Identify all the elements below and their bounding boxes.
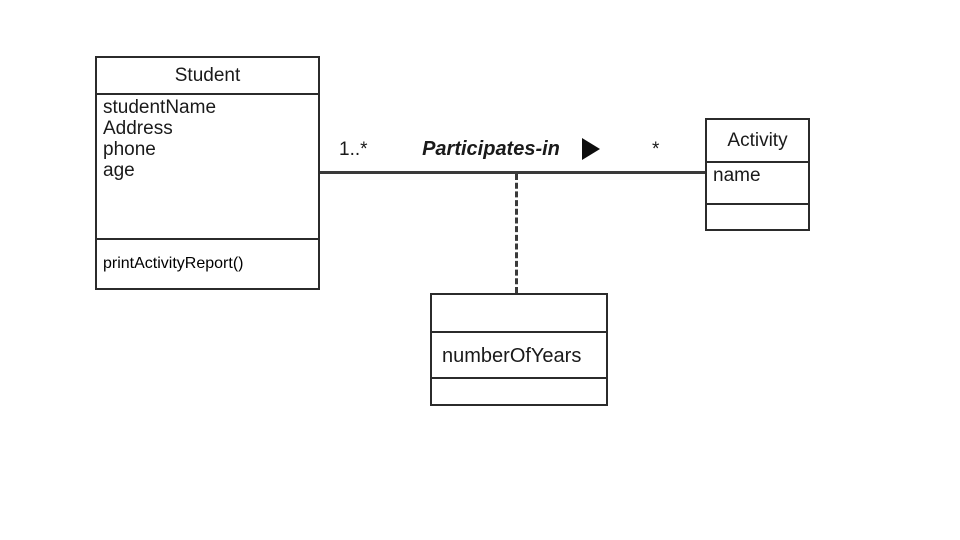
uml-class-student[interactable]: Student studentName Address phone age pr… <box>95 56 320 290</box>
student-operation: printActivityReport() <box>103 255 244 272</box>
student-operations-compartment: printActivityReport() <box>97 238 318 288</box>
association-class-name <box>432 295 606 331</box>
student-attribute: Address <box>103 117 173 139</box>
uml-association-class[interactable]: numberOfYears <box>430 293 608 406</box>
activity-operations-compartment <box>707 203 808 229</box>
association-line-student-activity <box>320 171 705 174</box>
association-class-operations-compartment <box>432 377 606 404</box>
navigability-triangle-icon <box>582 138 600 160</box>
student-attributes-compartment: studentName Address phone age <box>97 93 318 238</box>
activity-attribute: name <box>713 165 761 186</box>
student-attribute: age <box>103 159 135 181</box>
association-label: Participates-in <box>422 138 560 160</box>
target-multiplicity: * <box>652 139 660 160</box>
activity-attributes-compartment: name <box>707 161 808 203</box>
uml-class-activity[interactable]: Activity name <box>705 118 810 231</box>
activity-class-name: Activity <box>727 130 788 151</box>
association-class-attributes-compartment: numberOfYears <box>432 331 606 377</box>
association-class-dashed-connector <box>515 174 518 293</box>
student-attribute: phone <box>103 138 156 160</box>
source-multiplicity: 1..* <box>339 139 368 160</box>
student-attribute: studentName <box>103 97 217 118</box>
association-class-attribute: numberOfYears <box>442 344 582 367</box>
student-class-name: Student <box>174 65 241 86</box>
